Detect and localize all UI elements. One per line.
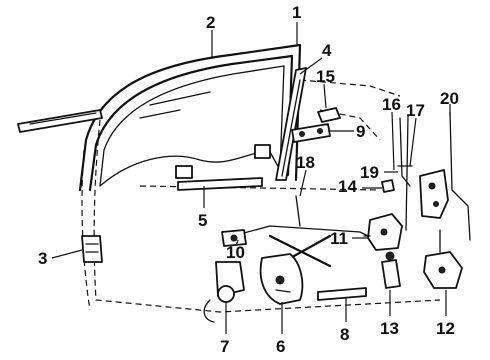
callout-10: 10 [226, 243, 245, 262]
callout-3: 3 [38, 249, 47, 268]
upper-clip [317, 107, 341, 123]
inside-handle [221, 229, 247, 247]
callout-7: 7 [220, 337, 229, 356]
callout-2: 2 [206, 13, 215, 32]
callout-5: 5 [198, 211, 207, 230]
callout-20: 20 [440, 89, 459, 108]
rear-run-channel [275, 67, 307, 181]
leader-lines [51, 22, 451, 334]
callout-8: 8 [340, 325, 349, 344]
callout-15: 15 [316, 67, 335, 86]
window-regulator [259, 234, 332, 305]
lock-cylinder [381, 251, 401, 289]
callout-6: 6 [276, 337, 285, 356]
callout-13: 13 [380, 319, 399, 338]
callout-1: 1 [292, 3, 301, 22]
callout-14: 14 [338, 177, 357, 196]
glass-channel [175, 144, 271, 191]
lock-rods [397, 111, 471, 253]
control-rod [239, 195, 369, 237]
door-lock-actuator [363, 213, 403, 251]
door-latch-lower [423, 251, 463, 289]
callout-16: 16 [382, 95, 401, 114]
callout-18: 18 [296, 153, 315, 172]
callout-17: 17 [406, 101, 425, 120]
stop-bracket [291, 123, 331, 143]
belt-weatherstrip [17, 109, 103, 133]
callout-11: 11 [330, 229, 348, 248]
callout-12: 12 [436, 319, 455, 338]
rod-clip [381, 179, 395, 193]
front-run-channel [81, 235, 103, 263]
callout-9: 9 [356, 122, 365, 141]
callout-labels: 1 2 3 4 5 6 7 8 9 10 11 12 13 14 15 16 1… [38, 3, 459, 356]
lower-rail [317, 287, 367, 301]
callout-19: 19 [360, 163, 379, 182]
door-latch-upper [419, 169, 449, 219]
callout-4: 4 [322, 41, 332, 60]
regulator-motor [203, 261, 245, 323]
